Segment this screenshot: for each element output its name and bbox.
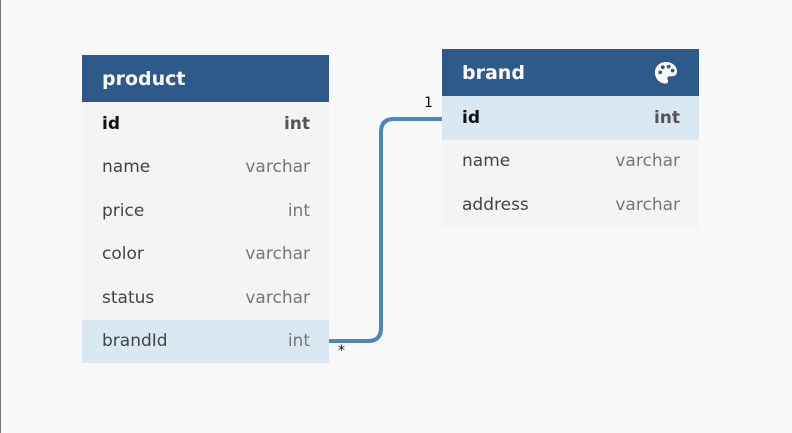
- column-name: id: [102, 113, 120, 134]
- palette-icon[interactable]: [653, 60, 679, 86]
- column-name: price: [102, 200, 145, 221]
- column-type: int: [287, 331, 310, 352]
- column-type: varchar: [615, 194, 680, 215]
- brand-column-id[interactable]: id int: [442, 96, 699, 140]
- product-column-id[interactable]: id int: [82, 102, 329, 146]
- column-type: int: [283, 113, 310, 134]
- cardinality-one-label: 1: [424, 95, 433, 111]
- column-type: varchar: [245, 157, 310, 178]
- cardinality-many-label: *: [338, 343, 345, 359]
- column-name: brandId: [102, 331, 168, 352]
- column-name: status: [102, 287, 155, 308]
- column-name: name: [462, 151, 511, 172]
- brand-table-header[interactable]: brand: [442, 49, 699, 96]
- column-type: int: [653, 107, 680, 128]
- canvas-left-border: [0, 0, 1, 433]
- product-column-status[interactable]: status varchar: [82, 276, 329, 320]
- column-type: varchar: [245, 244, 310, 265]
- product-column-color[interactable]: color varchar: [82, 233, 329, 277]
- column-type: int: [287, 200, 310, 221]
- product-table[interactable]: product id int name varchar price int co…: [82, 55, 329, 363]
- column-name: id: [462, 107, 480, 128]
- brand-table[interactable]: brand id int name varchar address varcha…: [442, 49, 699, 227]
- product-column-brandid[interactable]: brandId int: [82, 319, 329, 363]
- product-table-header[interactable]: product: [82, 55, 329, 102]
- column-type: varchar: [615, 151, 680, 172]
- brand-column-address[interactable]: address varchar: [442, 183, 699, 227]
- product-column-price[interactable]: price int: [82, 189, 329, 233]
- product-column-name[interactable]: name varchar: [82, 146, 329, 190]
- column-name: address: [462, 194, 529, 215]
- relationship-line-product-brand[interactable]: [329, 117, 442, 343]
- column-name: name: [102, 157, 151, 178]
- product-table-title: product: [102, 67, 186, 90]
- brand-column-name[interactable]: name varchar: [442, 140, 699, 184]
- brand-table-title: brand: [462, 61, 525, 84]
- column-type: varchar: [245, 287, 310, 308]
- column-name: color: [102, 244, 144, 265]
